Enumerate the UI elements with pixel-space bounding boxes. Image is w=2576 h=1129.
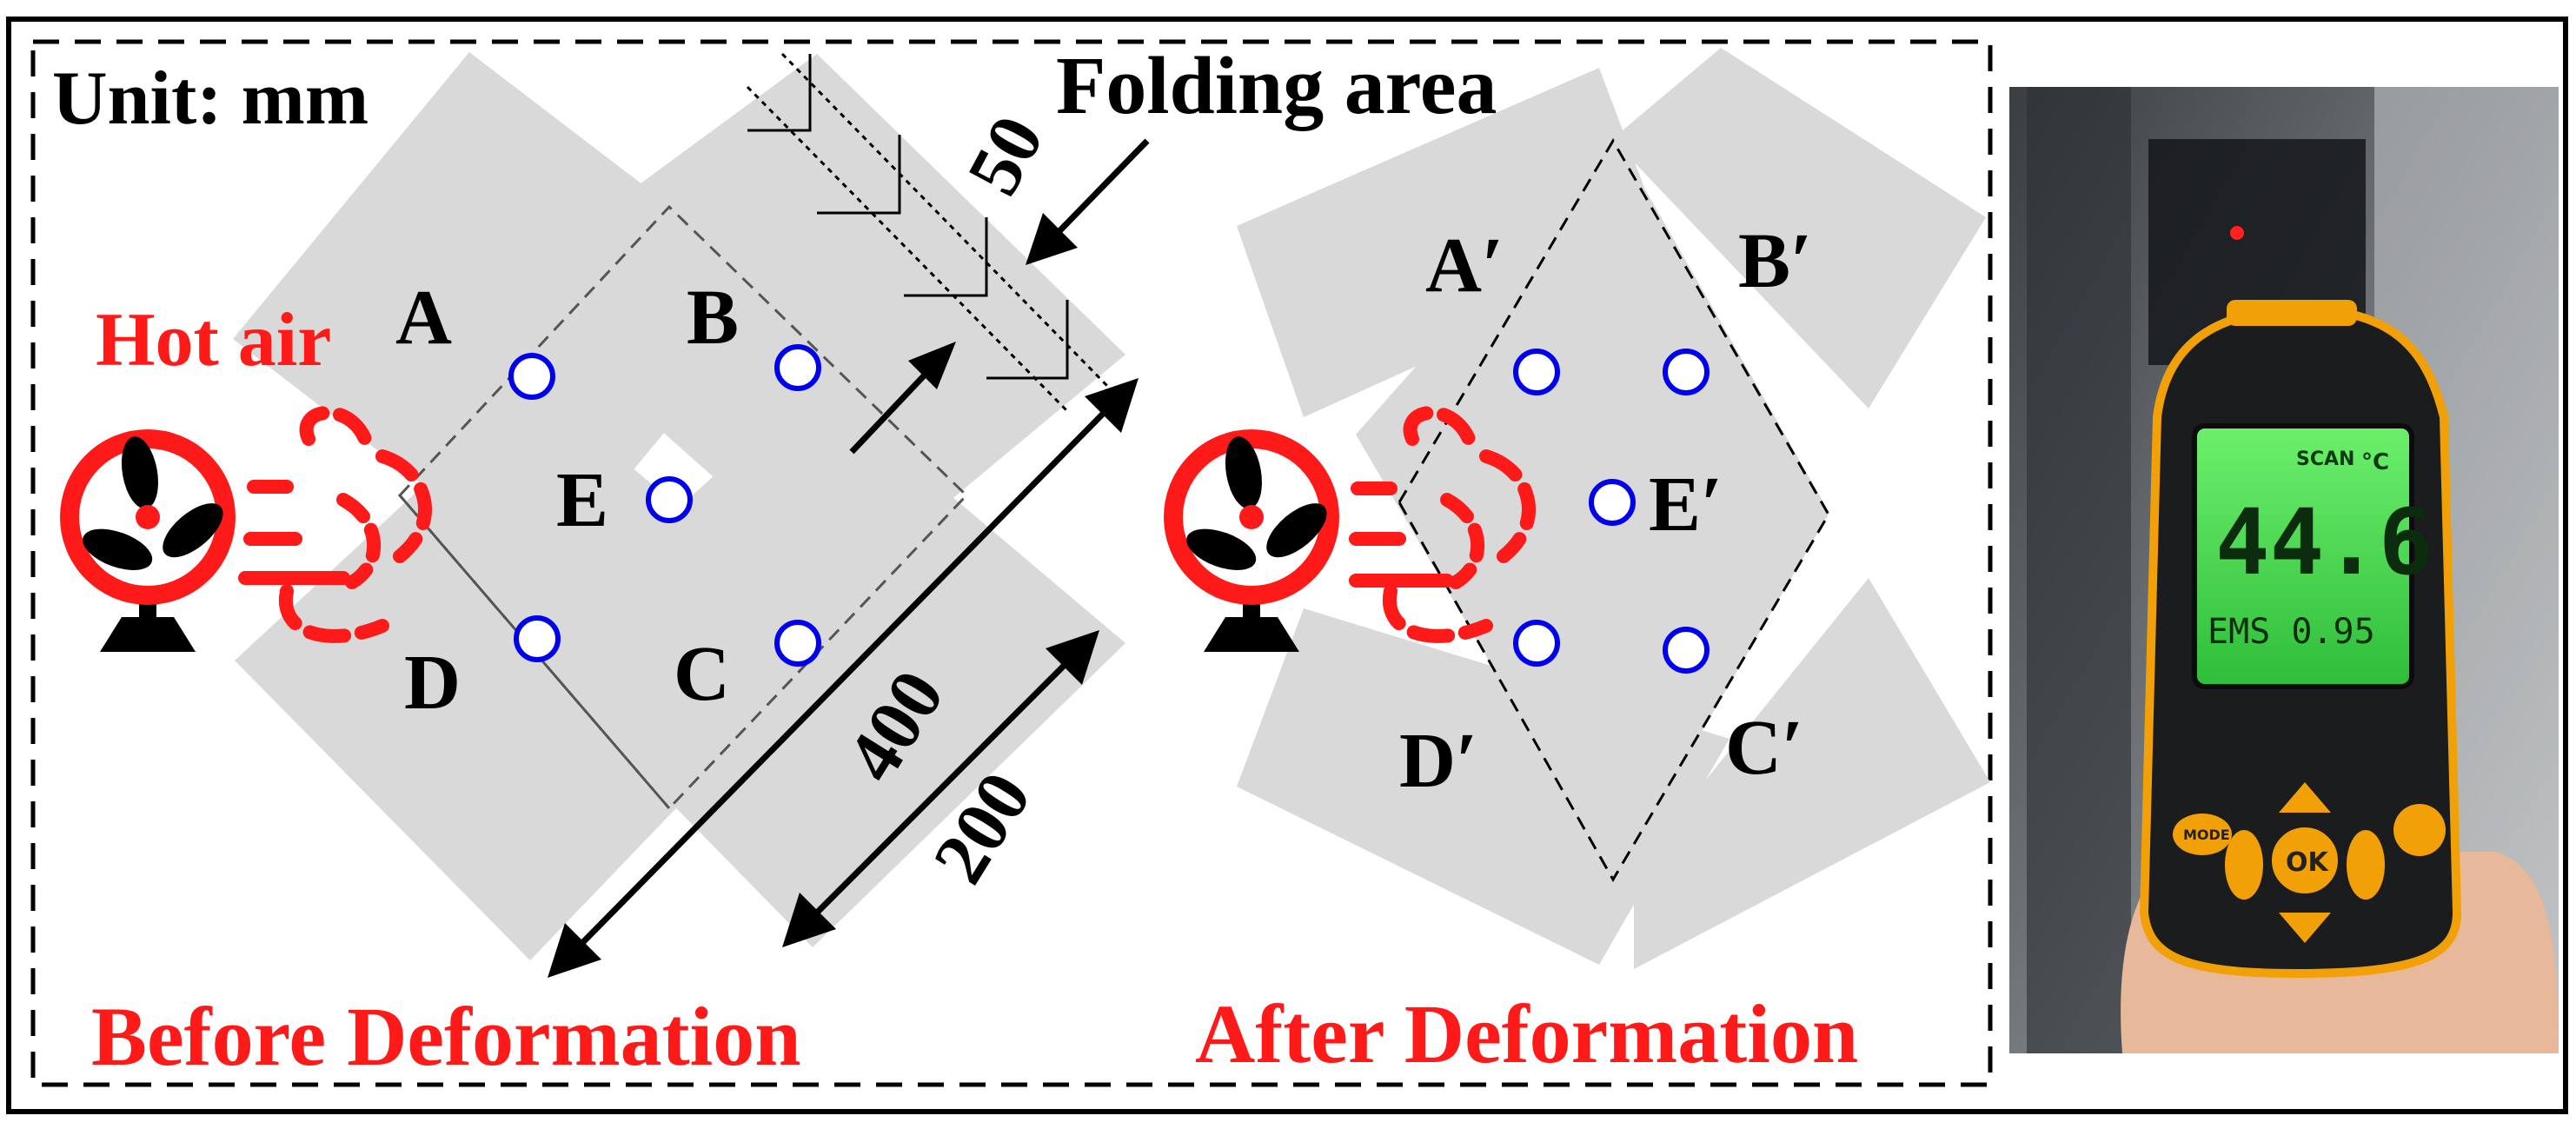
point-label-d-after: D′ — [1399, 718, 1477, 804]
before-deformation-label: Before Deformation — [91, 990, 801, 1083]
point-label-a: A — [395, 275, 452, 361]
unit-label: Unit: mm — [52, 56, 368, 141]
point-label-e: E — [556, 457, 608, 543]
diagram-dashed-frame — [30, 39, 1993, 1087]
dimension-200-arrow — [782, 630, 1099, 947]
measure-point-b-after — [1663, 349, 1710, 395]
measure-point-d-after — [1513, 620, 1560, 667]
fan-icon-after — [1164, 429, 1339, 652]
folding-area-label: Folding area — [1056, 41, 1497, 131]
measure-point-e — [646, 476, 693, 523]
point-label-b-after: B′ — [1738, 218, 1812, 304]
point-label-b: B — [687, 275, 739, 361]
ok-button — [2268, 824, 2341, 897]
outer-frame — [6, 17, 2568, 1114]
measure-point-c — [774, 620, 821, 667]
point-label-e-after: E′ — [1649, 462, 1723, 548]
flap-b-after — [1612, 48, 1986, 408]
fan-icon — [60, 429, 236, 652]
lcd-emissivity: EMS 0.95 — [2208, 612, 2375, 652]
measure-points-after — [1513, 349, 1710, 674]
point-label-a-after: A′ — [1425, 222, 1504, 309]
after-deformation-label: After Deformation — [1195, 987, 1858, 1080]
point-label-d: D — [404, 640, 461, 726]
left-button — [2225, 830, 2263, 900]
flap-a-after — [1237, 68, 1669, 417]
folding-area-hatch — [746, 52, 1110, 415]
point-label-c: C — [674, 631, 730, 717]
down-button — [2279, 913, 2331, 943]
measure-points-before — [508, 344, 821, 667]
dashed-rhombus-after — [1398, 138, 1830, 882]
sheet-flap-a — [233, 52, 782, 578]
hot-air-label: Hot air — [96, 298, 331, 382]
laser-dot — [2230, 226, 2244, 240]
measure-point-e-after — [1589, 479, 1636, 526]
hot-air-wave-icon — [238, 405, 432, 643]
mode-button — [2173, 814, 2232, 855]
laser-button — [2393, 804, 2446, 856]
sheet-flap-d — [235, 382, 834, 960]
lcd-mode: SCAN — [2296, 448, 2354, 470]
lcd-screen — [2192, 423, 2414, 689]
sheet-after — [1237, 48, 1990, 969]
right-button — [2347, 830, 2385, 900]
mode-button-label: MODE — [2183, 827, 2230, 843]
measure-point-d — [514, 615, 561, 662]
lcd-reading: 44.6 — [2215, 489, 2433, 595]
measure-point-a — [508, 353, 555, 400]
folding-area-arrow — [1026, 138, 1150, 265]
measure-point-b — [774, 344, 821, 391]
measure-point-c-after — [1663, 627, 1710, 674]
dimension-50-label: 50 — [951, 103, 1059, 208]
up-button — [2279, 782, 2331, 813]
measure-point-a-after — [1513, 349, 1560, 395]
flap-d-after — [1237, 608, 1730, 965]
point-label-c-after: C′ — [1725, 705, 1803, 791]
hot-air-wave-icon-after — [1349, 405, 1536, 643]
sheet-before — [233, 52, 1125, 960]
thermometer-photo: SCAN °C 44.6 EMS 0.95 MODE OK — [2009, 87, 2559, 1053]
dimension-50-arrow — [849, 342, 956, 455]
flap-c-after — [1634, 578, 1990, 969]
dimension-400-arrow — [548, 378, 1139, 978]
lcd-unit: °C — [2361, 449, 2389, 475]
sheet-flap-b — [500, 54, 1125, 591]
ok-button-label: OK — [2286, 847, 2330, 878]
